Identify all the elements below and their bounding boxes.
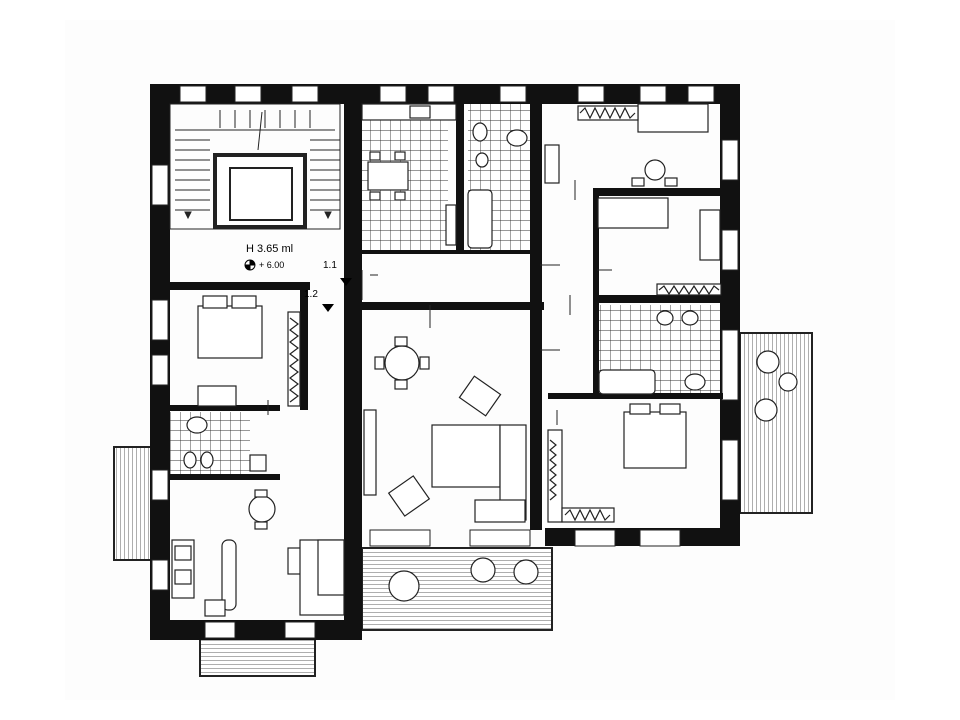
interior-walls — [170, 100, 723, 530]
height-label: H 3.65 ml — [246, 243, 293, 255]
wall-bedroom-south — [548, 393, 723, 399]
sink-1 — [506, 129, 528, 147]
south-wall-west — [150, 620, 362, 640]
round-table-living — [384, 345, 420, 381]
single-bed-top — [637, 103, 709, 133]
wall-kitchen-living — [362, 302, 544, 310]
double-bed-left — [197, 305, 263, 359]
right-balcony-furniture — [754, 350, 798, 422]
bath-1-fixtures — [445, 122, 528, 249]
bath-2-fixtures — [598, 310, 706, 395]
left-balcony — [113, 446, 157, 561]
wall-kitchen-south — [362, 250, 532, 254]
kitchen-furniture — [361, 103, 457, 201]
sink-2 — [684, 373, 706, 391]
bathtub-2 — [598, 369, 656, 395]
annotations: H 3.65 ml + 6.00 1.1 1.2 — [244, 243, 352, 312]
wall-bedroom-1-east — [300, 290, 308, 410]
terrace-furniture — [388, 557, 539, 602]
bedroom-mid-right — [597, 197, 722, 296]
wall-wc-north — [170, 405, 280, 411]
rug — [431, 424, 501, 488]
bedroom-bottom-right — [547, 403, 687, 523]
east-wall — [720, 84, 740, 546]
single-bed-mid — [597, 197, 669, 229]
elevation-icon — [244, 259, 256, 271]
marker-2-arrow-icon — [322, 304, 334, 312]
marker-2-label: 1.2 — [304, 289, 318, 300]
living-room-furniture — [363, 336, 527, 523]
bedroom-top-right — [544, 103, 709, 187]
round-desk — [644, 159, 666, 181]
doors — [267, 180, 612, 425]
central-wall — [344, 84, 362, 640]
staircase — [169, 103, 341, 230]
wall-bedroom-north — [593, 188, 723, 196]
bathtub-1 — [467, 189, 493, 249]
double-bed-right — [623, 411, 687, 469]
windows — [151, 85, 739, 639]
marker-1-label: 1.1 — [323, 260, 337, 271]
bedroom-left — [197, 295, 301, 407]
wall-living-east — [530, 100, 542, 530]
wc-fixtures — [183, 416, 267, 472]
wall-bath-2-west — [593, 196, 599, 396]
dining-table — [367, 161, 409, 191]
lower-left-furniture — [171, 489, 345, 617]
wall-bath-2-north — [593, 295, 723, 303]
wall-kitchen-bath — [456, 100, 464, 250]
wall-stair-bedroom — [170, 282, 310, 290]
wall-wc-south — [170, 474, 280, 480]
elevation-label: + 6.00 — [259, 260, 284, 270]
toilet-1 — [472, 122, 488, 142]
marker-1-arrow-icon — [340, 278, 352, 286]
entry-steps — [199, 635, 316, 677]
